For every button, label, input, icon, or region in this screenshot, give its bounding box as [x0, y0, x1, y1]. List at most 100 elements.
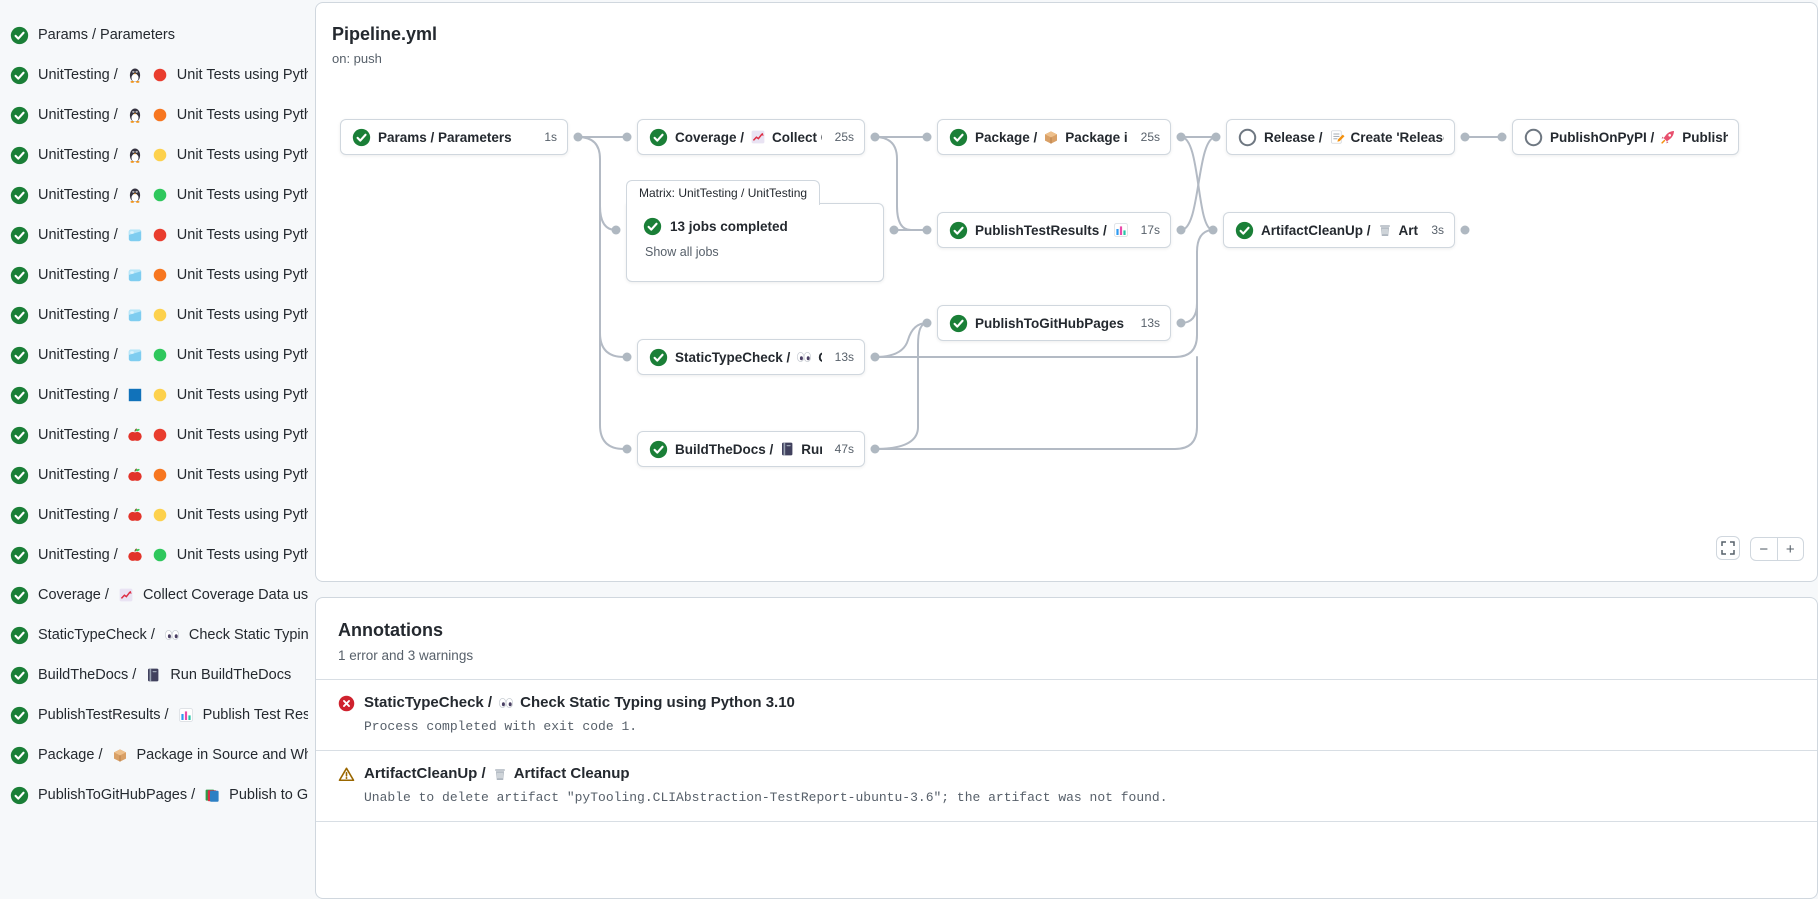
job-title: Unit Tests using Pyth...	[176, 507, 308, 523]
ice-cube-icon	[127, 307, 143, 323]
job-prefix: UnitTesting /	[38, 467, 118, 483]
job-prefix: UnitTesting /	[38, 427, 118, 443]
job-prefix: UnitTesting /	[38, 347, 118, 363]
annotations-panel: Annotations 1 error and 3 warnings Stati…	[315, 597, 1818, 899]
sidebar-job[interactable]: UnitTesting /Unit Tests using Pyth...	[0, 415, 308, 455]
sidebar-job[interactable]: Package /Package in Source and Wh...	[0, 735, 308, 775]
circle-orange-icon	[152, 107, 168, 123]
annotation-prefix: ArtifactCleanUp /	[364, 765, 486, 782]
node-duration: 1s	[544, 130, 557, 144]
sidebar-job[interactable]: UnitTesting /Unit Tests using Pyth...	[0, 135, 308, 175]
node-prefix: PublishTestResults /	[975, 222, 1107, 238]
annotation-body: StaticTypeCheck /Check Static Typing usi…	[364, 694, 795, 734]
job-prefix: PublishTestResults /	[38, 707, 169, 723]
apple-icon	[127, 427, 143, 443]
sidebar-job[interactable]: BuildTheDocs /Run BuildTheDocs	[0, 655, 308, 695]
graph-node-static-type-check[interactable]: StaticTypeCheck /Chec...13s	[637, 339, 865, 375]
sidebar-job[interactable]: Coverage /Collect Coverage Data usi...	[0, 575, 308, 615]
node-duration: 25s	[834, 130, 854, 144]
check-circle-icon	[10, 226, 29, 245]
annotations-title: Annotations	[338, 620, 443, 640]
check-circle-icon	[10, 506, 29, 525]
sidebar-job[interactable]: UnitTesting / Unit Tests using Pyth...	[0, 295, 308, 335]
sidebar-job[interactable]: UnitTesting /Unit Tests using Pyth...	[0, 375, 308, 415]
graph-node-release[interactable]: Release /Create 'Release P...	[1226, 119, 1455, 155]
zoom-out-button[interactable]: −	[1751, 538, 1778, 560]
job-title: Unit Tests using Pyth...	[176, 547, 308, 563]
rocket-icon	[1660, 129, 1676, 145]
annotation-divider	[316, 821, 1817, 822]
node-prefix: PublishOnPyPI /	[1550, 129, 1655, 145]
annotation-job-link[interactable]: ArtifactCleanUp /Artifact Cleanup	[364, 765, 1168, 782]
node-prefix: PublishToGitHubPages /	[975, 315, 1128, 331]
sidebar-job[interactable]: UnitTesting /Unit Tests using Pyth...	[0, 215, 308, 255]
workflow-file-title: Pipeline.yml	[332, 24, 438, 44]
check-circle-icon	[10, 466, 29, 485]
sidebar-job[interactable]: UnitTesting /Unit Tests using Pyth...	[0, 95, 308, 135]
wastebasket-icon	[492, 766, 508, 782]
apple-icon	[127, 547, 143, 563]
sidebar-job[interactable]: PublishTestResults /Publish Test Resu...	[0, 695, 308, 735]
circle-green-icon	[152, 347, 168, 363]
sidebar-job[interactable]: UnitTesting /Unit Tests using Pyth...	[0, 455, 308, 495]
circle-green-icon	[152, 187, 168, 203]
job-title: Package in Source and Wh...	[136, 747, 309, 763]
graph-node-publish-on-pypi[interactable]: PublishOnPyPI / Publish to ...	[1512, 119, 1739, 155]
circle-yellow-icon	[152, 387, 168, 403]
check-circle-icon	[10, 26, 29, 45]
node-label: PublishOnPyPI / Publish to ...	[1550, 129, 1728, 145]
node-duration: 3s	[1431, 223, 1444, 237]
annotation-job-link[interactable]: StaticTypeCheck /Check Static Typing usi…	[364, 694, 795, 711]
job-title: Collect Coverage Data usi...	[142, 587, 308, 603]
annotation-error: StaticTypeCheck /Check Static Typing usi…	[316, 679, 1817, 750]
graph-node-build-the-docs[interactable]: BuildTheDocs /Run Buil...47s	[637, 431, 865, 467]
sidebar-job[interactable]: UnitTesting / Unit Tests using Pyth...	[0, 335, 308, 375]
node-label: Release /Create 'Release P...	[1264, 129, 1444, 145]
sidebar-job[interactable]: Params / Parameters	[0, 15, 308, 55]
graph-node-publish-to-github-pages[interactable]: PublishToGitHubPages /...13s	[937, 305, 1171, 341]
circle-orange-icon	[152, 267, 168, 283]
graph-node-package[interactable]: Package /Package in So...25s	[937, 119, 1171, 155]
job-prefix: UnitTesting /	[38, 307, 118, 323]
graph-node-artifact-cleanup[interactable]: ArtifactCleanUp /Artifac...3s	[1223, 212, 1455, 248]
graph-header: Pipeline.yml on: push	[332, 24, 437, 66]
fullscreen-icon	[1720, 540, 1736, 556]
sidebar-job[interactable]: PublishToGitHubPages /Publish to G...	[0, 775, 308, 815]
check-circle-icon	[10, 146, 29, 165]
node-prefix: BuildTheDocs /	[675, 441, 774, 457]
sidebar-job[interactable]: UnitTesting /Unit Tests using Pyth...	[0, 175, 308, 215]
matrix-group-tab[interactable]: Matrix: UnitTesting / UnitTesting	[626, 180, 821, 205]
matrix-group-box[interactable]: 13 jobs completed Show all jobs	[626, 203, 884, 282]
matrix-summary-row: 13 jobs completed	[643, 217, 869, 236]
annotation-detail: Process completed with exit code 1.	[364, 719, 638, 734]
job-prefix: UnitTesting /	[38, 267, 118, 283]
bar-chart-icon	[1113, 222, 1128, 238]
job-title: Unit Tests using Pyth...	[176, 307, 308, 323]
fullscreen-button[interactable]	[1716, 536, 1740, 560]
sidebar-job[interactable]: UnitTesting /Unit Tests using Pyth...	[0, 255, 308, 295]
workflow-trigger: on: push	[332, 51, 382, 66]
blue-square-icon	[127, 387, 143, 403]
node-title: Chec...	[818, 350, 821, 365]
sidebar-job[interactable]: UnitTesting /Unit Tests using Pyth...	[0, 535, 308, 575]
show-all-jobs-link[interactable]: Show all jobs	[645, 245, 719, 259]
job-prefix: UnitTesting /	[38, 227, 118, 243]
package-icon	[112, 747, 128, 763]
job-title: Unit Tests using Pyth...	[176, 347, 308, 363]
annotation-list: StaticTypeCheck /Check Static Typing usi…	[316, 679, 1817, 822]
node-label: BuildTheDocs /Run Buil...	[675, 441, 822, 457]
sidebar-job[interactable]: UnitTesting /Unit Tests using Pyth...	[0, 55, 308, 95]
graph-node-coverage[interactable]: Coverage /Collect Cove...25s	[637, 119, 865, 155]
penguin-icon	[127, 187, 143, 203]
node-title: Publish to ...	[1682, 129, 1728, 145]
sidebar-job[interactable]: StaticTypeCheck /Check Static Typing...	[0, 615, 308, 655]
sidebar-job[interactable]: UnitTesting /Unit Tests using Pyth...	[0, 495, 308, 535]
node-title: Collect Cove...	[772, 129, 822, 145]
circle-green-icon	[152, 547, 168, 563]
skipped-circle-icon	[1524, 128, 1543, 147]
graph-node-publish-test-results[interactable]: PublishTestResults /Pu...17s	[937, 212, 1171, 248]
check-circle-icon	[10, 746, 29, 765]
zoom-in-button[interactable]: +	[1785, 540, 1795, 558]
